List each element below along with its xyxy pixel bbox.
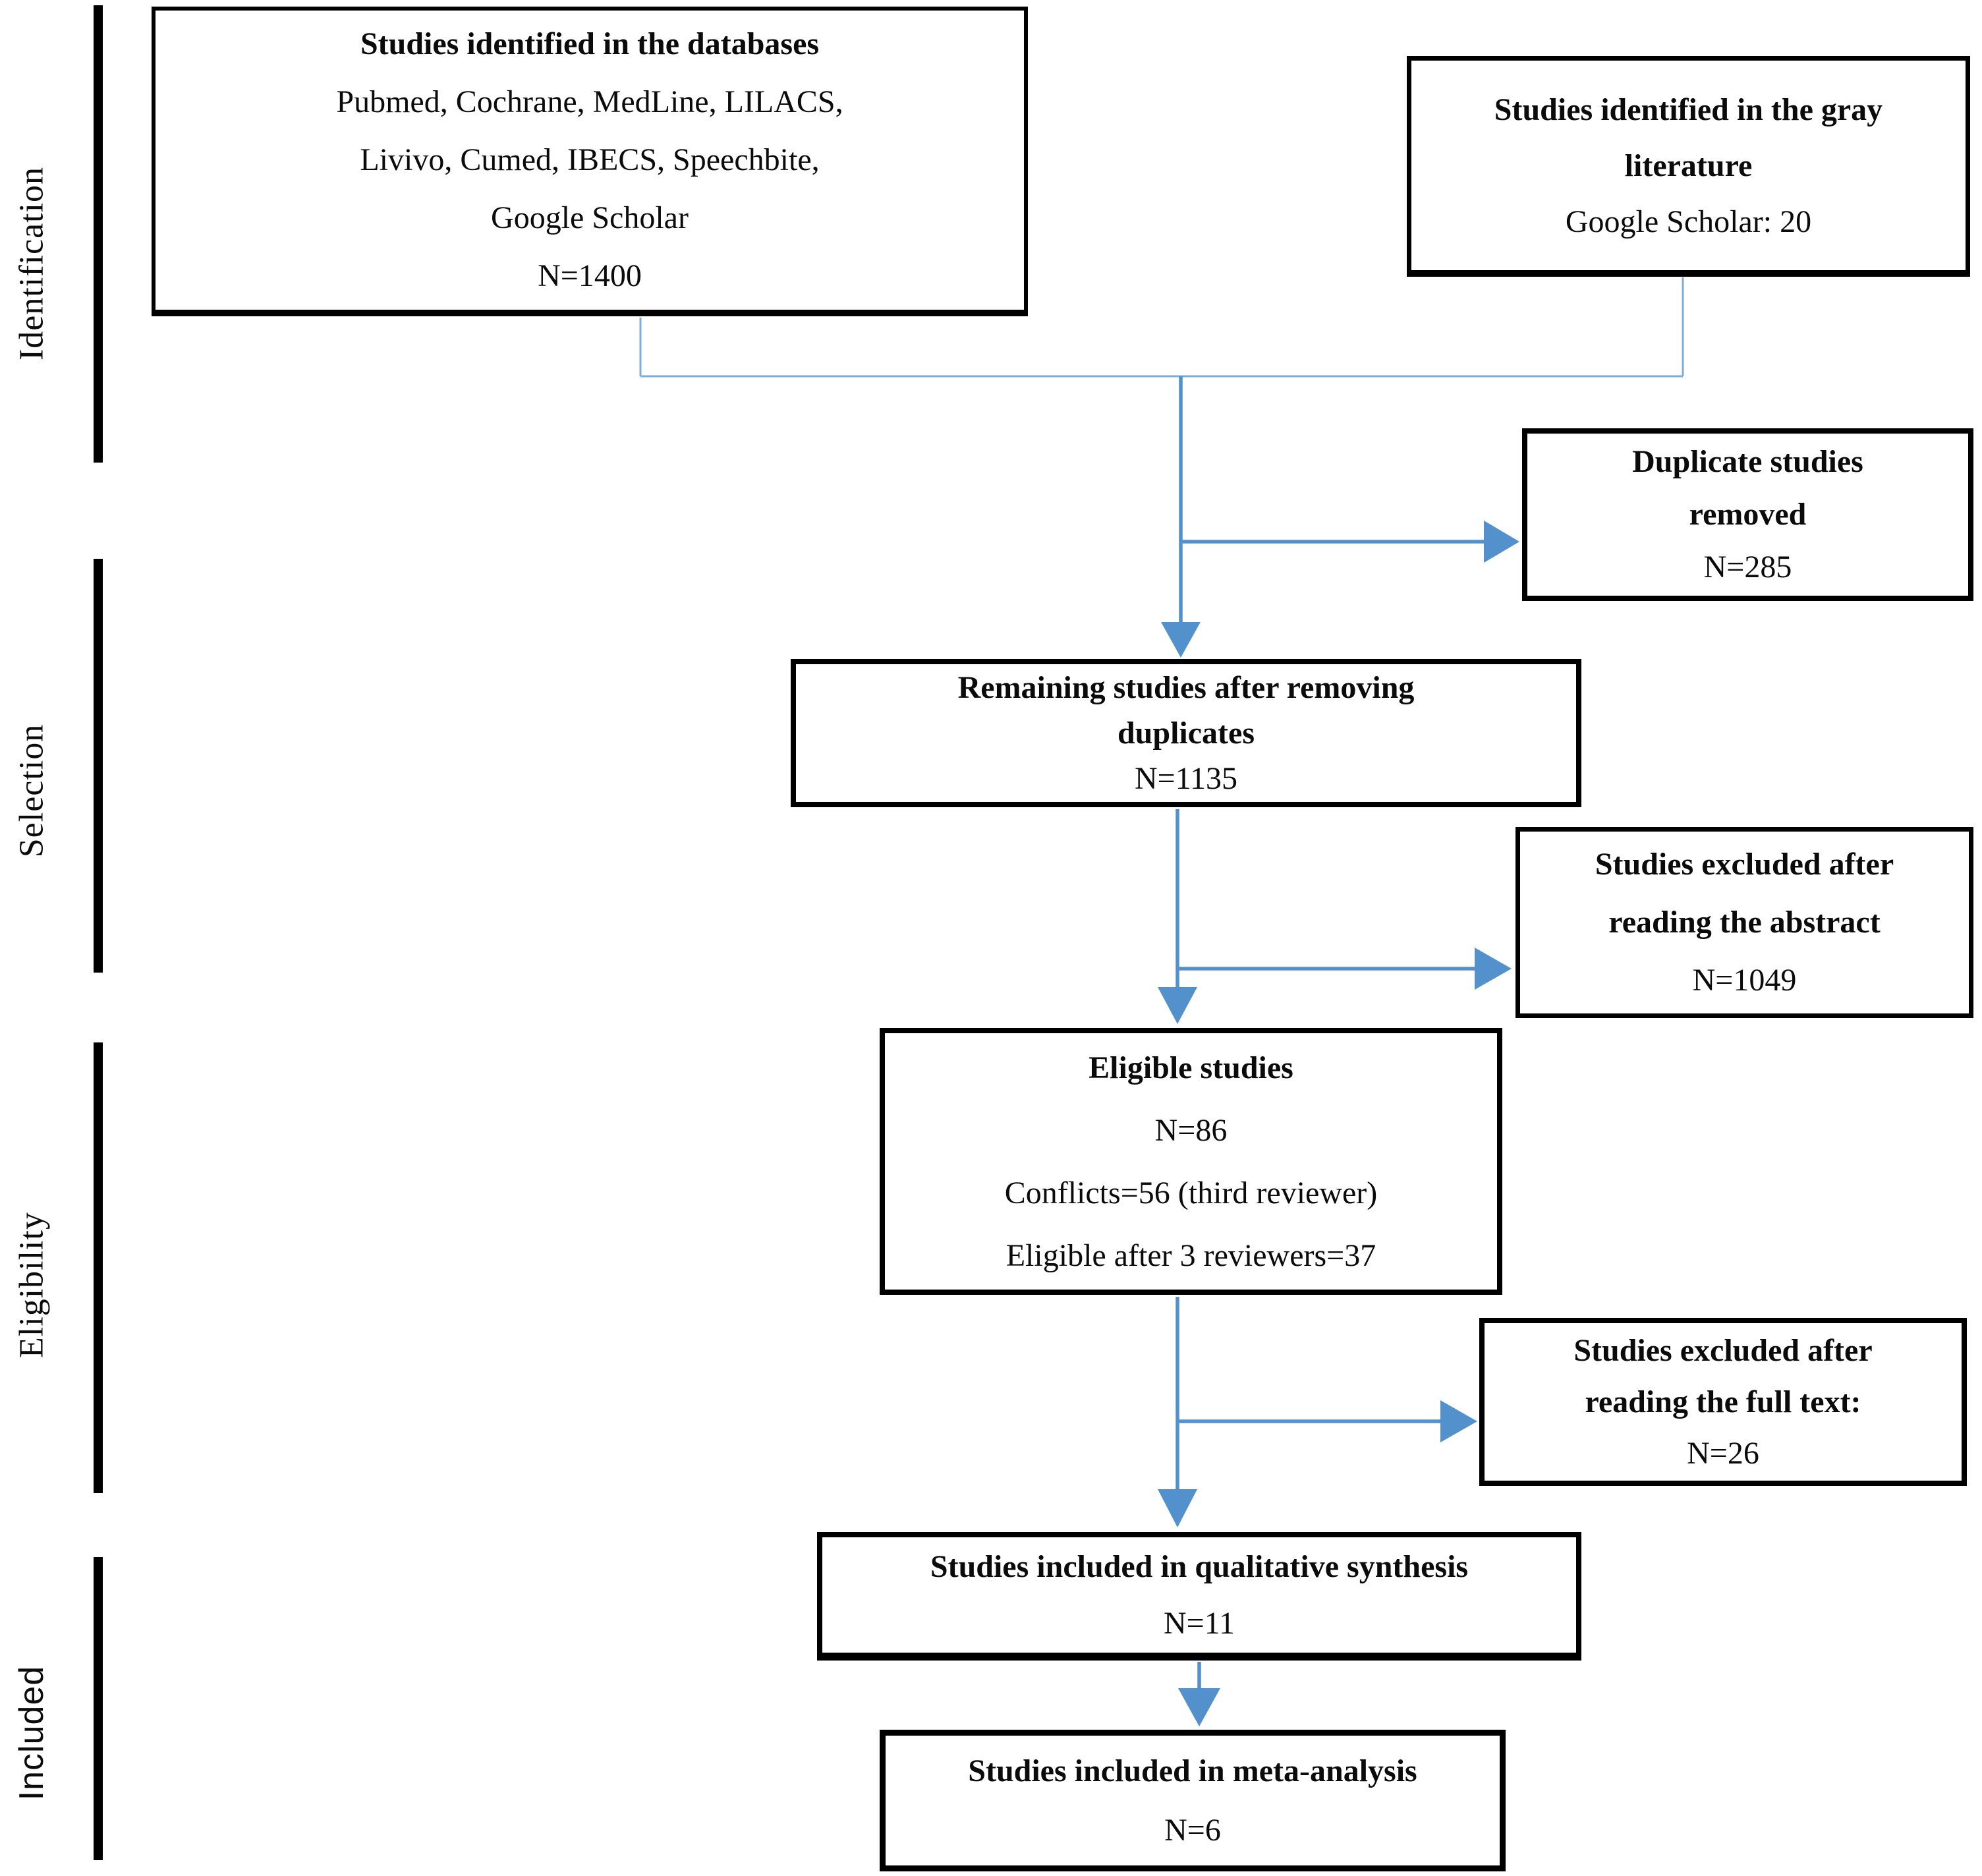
box-title-line: removed — [1689, 497, 1807, 532]
box-text-line: Google Scholar: 20 — [1565, 204, 1812, 239]
box-title-line: Studies included in meta-analysis — [968, 1753, 1417, 1788]
box-title-line: Studies excluded after — [1595, 847, 1894, 882]
box-excluded-fulltext: Studies excluded after reading the full … — [1479, 1318, 1967, 1486]
stage-label-identification: Identification — [13, 166, 51, 361]
arrow-to-excluded-fulltext-head — [1440, 1400, 1477, 1442]
box-qualitative-synthesis: Studies included in qualitative synthesi… — [817, 1532, 1581, 1661]
stage-label-included: Included — [13, 1665, 51, 1801]
box-title-line: Duplicate studies — [1632, 444, 1863, 479]
box-eligible: Eligible studies N=86 Conflicts=56 (thir… — [880, 1028, 1502, 1295]
arrow-to-eligible-head — [1158, 987, 1197, 1024]
box-title-line: duplicates — [1117, 716, 1255, 751]
box-title-line: reading the full text: — [1585, 1384, 1861, 1419]
arrow-to-excluded-abstract-head — [1475, 948, 1512, 990]
stage-label-selection: Selection — [13, 724, 51, 858]
box-text-line: Google Scholar — [491, 200, 689, 235]
stage-bar-eligibility — [94, 1042, 103, 1493]
box-text-line: N=26 — [1687, 1435, 1759, 1471]
stage-bar-included — [94, 1557, 103, 1860]
box-remaining-after-duplicates: Remaining studies after removing duplica… — [791, 659, 1581, 807]
box-excluded-abstract: Studies excluded after reading the abstr… — [1515, 827, 1973, 1018]
arrow-to-duplicates-head — [1484, 521, 1519, 563]
stage-bar-identification — [94, 5, 103, 463]
stage-bar-selection — [94, 559, 103, 973]
box-text-line: Eligible after 3 reviewers=37 — [1005, 1237, 1376, 1273]
box-text-line: N=1049 — [1692, 963, 1797, 998]
box-title-line: Eligible studies — [1089, 1050, 1293, 1085]
box-text-line: Livivo, Cumed, IBECS, Speechbite, — [360, 142, 820, 177]
box-title-line: literature — [1624, 148, 1753, 183]
box-text-line: Pubmed, Cochrane, MedLine, LILACS, — [336, 84, 843, 119]
box-text-line: N=1135 — [1135, 761, 1237, 796]
box-text-line: N=1400 — [538, 258, 642, 293]
box-gray-literature: Studies identified in the gray literatur… — [1407, 56, 1970, 277]
box-text-line: N=6 — [1164, 1812, 1221, 1848]
box-title-line: reading the abstract — [1608, 905, 1881, 940]
arrow-to-remaining-head — [1161, 622, 1201, 658]
box-title-line: Studies excluded after — [1573, 1332, 1873, 1368]
box-title-line: Studies identified in the gray — [1494, 92, 1883, 127]
box-text-line: Conflicts=56 (third reviewer) — [1004, 1175, 1378, 1210]
box-text-line: N=11 — [1164, 1605, 1235, 1641]
arrow-to-qualitative-head — [1158, 1489, 1197, 1527]
box-text-line: N=285 — [1703, 550, 1792, 584]
box-title-line: Studies included in qualitative synthesi… — [930, 1549, 1469, 1584]
box-databases: Studies identified in the databases Pubm… — [152, 7, 1028, 316]
box-text-line: N=86 — [1154, 1112, 1228, 1148]
box-title-line: Remaining studies after removing — [957, 670, 1415, 705]
stage-label-eligibility: Eligibility — [13, 1212, 51, 1358]
box-title-line: Studies identified in the databases — [360, 26, 820, 61]
box-duplicates-removed: Duplicate studies removed N=285 — [1522, 428, 1973, 601]
arrow-to-meta-head — [1178, 1688, 1220, 1726]
box-meta-analysis: Studies included in meta-analysis N=6 — [880, 1730, 1506, 1871]
